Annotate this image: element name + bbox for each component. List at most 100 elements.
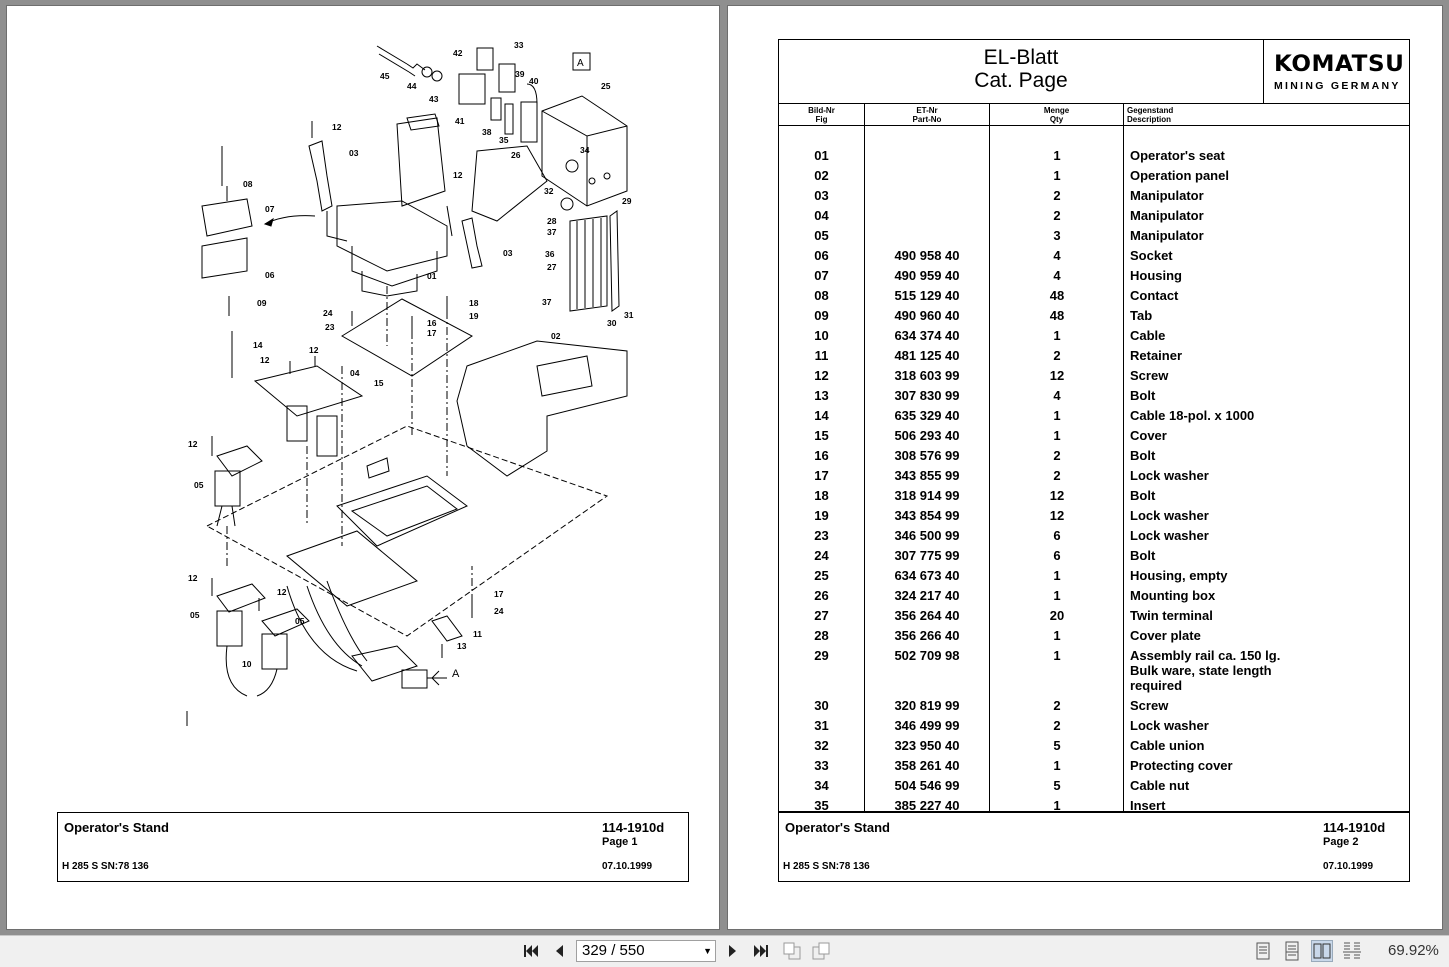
svg-text:18: 18 bbox=[469, 298, 479, 308]
svg-text:35: 35 bbox=[499, 135, 509, 145]
svg-text:11: 11 bbox=[473, 629, 482, 639]
prev-page-icon bbox=[556, 945, 563, 957]
description-cell: Bolt bbox=[1130, 548, 1156, 563]
catalog-header: EL-Blatt Cat. Page KOMATSU MINING GERMAN… bbox=[778, 39, 1410, 104]
svg-text:01: 01 bbox=[427, 271, 437, 281]
drawing-title: Operator's Stand bbox=[64, 820, 169, 835]
part-number-cell: 515 129 40 bbox=[894, 288, 960, 303]
svg-text:05: 05 bbox=[295, 616, 305, 626]
rotate-back-icon bbox=[783, 942, 801, 960]
svg-text:30: 30 bbox=[607, 318, 617, 328]
svg-text:32: 32 bbox=[544, 186, 554, 196]
quantity-cell: 2 bbox=[1053, 718, 1061, 733]
description-cell: Insert bbox=[1130, 798, 1166, 813]
first-page-button[interactable] bbox=[520, 940, 542, 962]
description-cell: Assembly rail ca. 150 lg. Bulk ware, sta… bbox=[1130, 648, 1281, 693]
fig-cell: 27 bbox=[814, 608, 829, 623]
fig-cell: 14 bbox=[814, 408, 829, 423]
fig-cell: 16 bbox=[814, 448, 829, 463]
fig-cell: 04 bbox=[814, 208, 829, 223]
quantity-cell: 12 bbox=[1049, 368, 1065, 383]
description-cell: Cable bbox=[1130, 328, 1166, 343]
fig-cell: 18 bbox=[814, 488, 829, 503]
continuous-view-button[interactable] bbox=[1281, 940, 1303, 962]
fig-cell: 12 bbox=[814, 368, 829, 383]
last-page-button[interactable] bbox=[750, 940, 772, 962]
quantity-cell: 1 bbox=[1053, 168, 1061, 183]
description-cell: Manipulator bbox=[1130, 228, 1204, 243]
fig-cell: 08 bbox=[814, 288, 829, 303]
zoom-level[interactable]: 69.92% bbox=[1388, 942, 1439, 959]
continuous-two-page-view-button[interactable] bbox=[1341, 940, 1363, 962]
svg-text:07: 07 bbox=[265, 204, 275, 214]
next-page-button[interactable] bbox=[722, 940, 744, 962]
previous-page-button[interactable] bbox=[548, 940, 570, 962]
quantity-cell: 1 bbox=[1053, 628, 1061, 643]
part-number-cell: 481 125 40 bbox=[894, 348, 960, 363]
description-cell: Bolt bbox=[1130, 388, 1156, 403]
svg-text:27: 27 bbox=[547, 262, 557, 272]
fig-cell: 10 bbox=[814, 328, 829, 343]
fig-cell: 13 bbox=[814, 388, 829, 403]
quantity-cell: 12 bbox=[1049, 508, 1065, 523]
svg-text:12: 12 bbox=[309, 345, 319, 355]
quantity-cell: 4 bbox=[1053, 248, 1061, 263]
fig-cell: 25 bbox=[814, 568, 829, 583]
svg-text:06: 06 bbox=[265, 270, 275, 280]
next-page-icon bbox=[729, 945, 736, 957]
quantity-cell: 6 bbox=[1053, 528, 1061, 543]
two-page-view-button[interactable] bbox=[1311, 940, 1333, 962]
left-title-block: Operator's Stand 114-1910d Page 1 H 285 … bbox=[57, 812, 689, 882]
svg-text:34: 34 bbox=[580, 145, 590, 155]
single-page-icon bbox=[1256, 942, 1270, 960]
svg-text:41: 41 bbox=[455, 116, 465, 126]
page-number-input[interactable]: 329 / 550 ▼ bbox=[576, 940, 716, 962]
part-number-cell: 324 217 40 bbox=[894, 588, 960, 603]
svg-text:16: 16 bbox=[427, 318, 437, 328]
svg-text:36: 36 bbox=[545, 249, 555, 259]
fig-cell: 05 bbox=[814, 228, 829, 243]
fig-cell: 31 bbox=[814, 718, 829, 733]
fig-cell: 29 bbox=[814, 648, 829, 663]
svg-text:12: 12 bbox=[332, 122, 342, 132]
description-cell: Mounting box bbox=[1130, 588, 1216, 603]
chevron-down-icon: ▼ bbox=[703, 946, 712, 956]
quantity-cell: 12 bbox=[1049, 488, 1065, 503]
document-number: 114-1910d bbox=[602, 820, 665, 835]
svg-text:38: 38 bbox=[482, 127, 492, 137]
catalog-title-de: EL-Blatt bbox=[983, 46, 1059, 69]
svg-text:08: 08 bbox=[243, 179, 253, 189]
quantity-cell: 1 bbox=[1053, 588, 1061, 603]
fig-cell: 06 bbox=[814, 248, 829, 263]
description-cell: Socket bbox=[1130, 248, 1173, 263]
two-page-icon bbox=[1313, 943, 1331, 959]
svg-text:05: 05 bbox=[190, 610, 200, 620]
rotate-back-button[interactable] bbox=[781, 940, 803, 962]
single-page-view-button[interactable] bbox=[1252, 940, 1274, 962]
part-number-cell: 307 775 99 bbox=[894, 548, 960, 563]
rotate-forward-button[interactable] bbox=[810, 940, 832, 962]
part-number-cell: 504 546 99 bbox=[894, 778, 960, 793]
fig-cell: 30 bbox=[814, 698, 829, 713]
catalog-title-en: Cat. Page bbox=[974, 69, 1068, 92]
